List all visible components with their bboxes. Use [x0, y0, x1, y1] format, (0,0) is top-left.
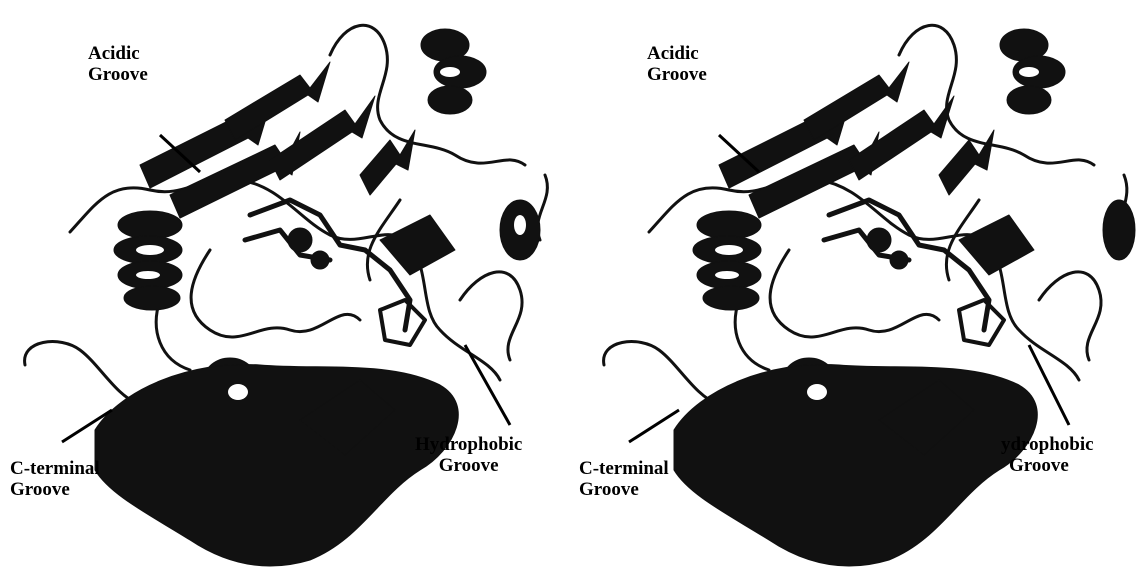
- hydrophobic-groove-label: ydrophobic Groove: [1001, 434, 1094, 476]
- cterminal-groove-label: C-terminal Groove: [10, 458, 100, 500]
- cterminal-groove-arrow: [629, 410, 679, 442]
- acidic-groove-label: Acidic Groove: [647, 43, 707, 85]
- acidic-groove-label-line1: Acidic: [88, 43, 148, 64]
- hydrophobic-groove-label-line1: ydrophobic: [1001, 434, 1094, 455]
- right-stereo-panel: Acidic Groove C-terminal Groove ydrophob…: [569, 0, 1137, 568]
- hydrophobic-groove-label-line2: Groove: [415, 455, 522, 476]
- cterminal-groove-label-line2: Groove: [10, 479, 100, 500]
- left-stereo-panel: Acidic Groove C-terminal Groove Hydropho…: [0, 0, 568, 568]
- acidic-groove-label-line1: Acidic: [647, 43, 707, 64]
- hydrophobic-groove-label-line2: Groove: [1001, 455, 1094, 476]
- cterminal-groove-label: C-terminal Groove: [579, 458, 669, 500]
- hydrophobic-groove-label: Hydrophobic Groove: [415, 434, 522, 476]
- cterminal-groove-label-line2: Groove: [579, 479, 669, 500]
- cterminal-groove-label-line1: C-terminal: [10, 458, 100, 479]
- acidic-groove-label: Acidic Groove: [88, 43, 148, 85]
- acidic-groove-label-line2: Groove: [88, 64, 148, 85]
- acidic-groove-label-line2: Groove: [647, 64, 707, 85]
- hydrophobic-groove-label-line1: Hydrophobic: [415, 434, 522, 455]
- hydrophobic-groove-arrow: [465, 345, 510, 425]
- cterminal-groove-label-line1: C-terminal: [579, 458, 669, 479]
